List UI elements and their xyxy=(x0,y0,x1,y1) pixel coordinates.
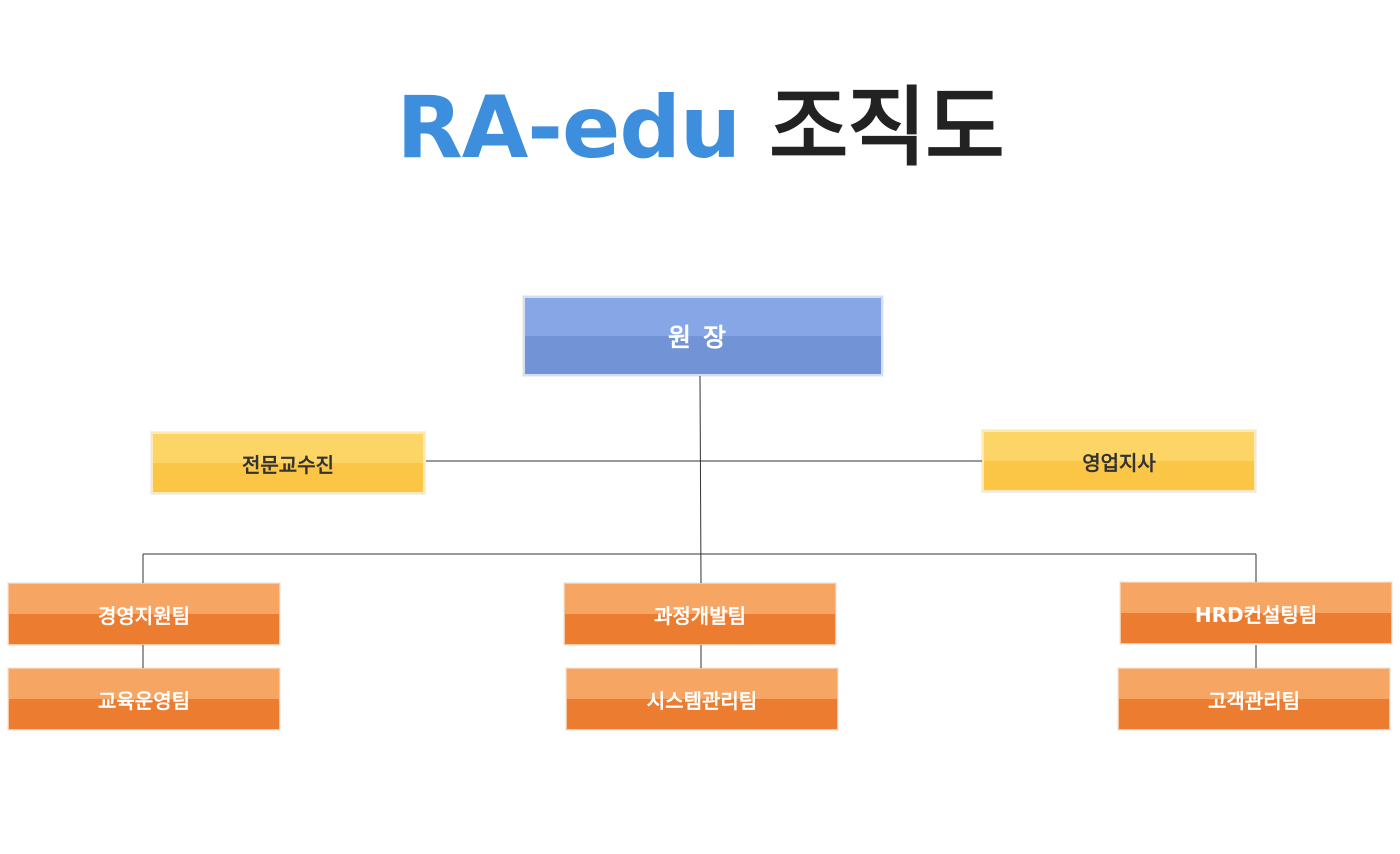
sub-team-box-1: 교육운영팀 xyxy=(8,668,280,730)
sub-team-1-label: 교육운영팀 xyxy=(98,688,190,713)
team-2-label: 과정개발팀 xyxy=(654,603,746,628)
team-box-2: 과정개발팀 xyxy=(564,583,836,645)
staff-box-left: 전문교수진 xyxy=(151,432,425,494)
sub-team-2-label: 시스템관리팀 xyxy=(646,688,758,713)
director-label: 원장 xyxy=(667,323,738,352)
sub-team-box-3: 고객관리팀 xyxy=(1118,668,1390,730)
team-3-label: HRD컨설팅팀 xyxy=(1194,602,1318,627)
director-box: 원장 xyxy=(523,296,883,376)
team-box-1: 경영지원팀 xyxy=(8,583,280,645)
staff-right-label: 영업지사 xyxy=(1082,450,1156,475)
team-1-label: 경영지원팀 xyxy=(98,603,190,628)
page-title: RA-edu 조직도 xyxy=(0,78,1400,178)
sub-team-box-2: 시스템관리팀 xyxy=(566,668,838,730)
staff-left-label: 전문교수진 xyxy=(242,452,334,477)
connector-trunk xyxy=(699,375,702,584)
staff-box-right: 영업지사 xyxy=(982,430,1256,492)
title-text: 조직도 xyxy=(769,78,1004,178)
sub-team-3-label: 고객관리팀 xyxy=(1208,688,1300,713)
title-brand: RA-edu xyxy=(396,78,742,178)
team-box-3: HRD컨설팅팀 xyxy=(1120,582,1392,644)
